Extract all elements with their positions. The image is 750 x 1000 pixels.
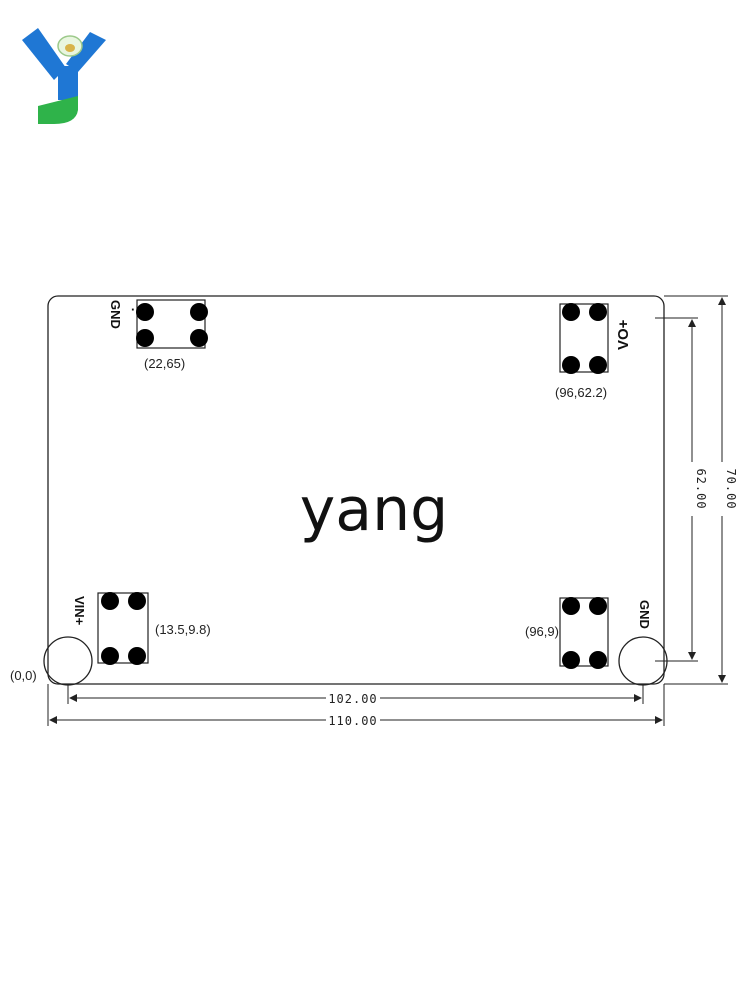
pad xyxy=(589,651,607,669)
coord-label: (96,9) xyxy=(525,624,559,639)
pad xyxy=(136,303,154,321)
dimension-outer-width: 110.00 xyxy=(47,684,665,728)
dimension-label: 62.00 xyxy=(694,468,708,509)
coord-label: (13.5,9.8) xyxy=(155,622,211,637)
connector-bottom-left: VIN+ (13.5,9.8) xyxy=(72,592,211,665)
pad xyxy=(562,651,580,669)
pad xyxy=(136,329,154,347)
board-outline xyxy=(47,295,665,685)
dimension-outer-height: 70.00 xyxy=(664,295,738,685)
coord-label: (22,65) xyxy=(144,356,185,371)
pad xyxy=(562,303,580,321)
pin-label: GND xyxy=(637,600,652,629)
pad xyxy=(562,597,580,615)
connector-top-left: GND · (22,65) xyxy=(108,299,208,371)
origin-label: (0,0) xyxy=(10,668,37,683)
connector-frame xyxy=(136,299,206,349)
logo-left-arm xyxy=(22,28,66,80)
pad xyxy=(128,592,146,610)
pad xyxy=(589,303,607,321)
connector-frame xyxy=(559,303,609,373)
dimension-inner-width: 102.00 xyxy=(67,684,644,706)
dimension-label: 70.00 xyxy=(724,468,738,509)
pad xyxy=(190,303,208,321)
logo-globe-core xyxy=(65,44,75,52)
logo-hook xyxy=(38,96,78,124)
pad xyxy=(562,356,580,374)
connector-frame xyxy=(559,597,609,667)
coord-label: (96,62.2) xyxy=(555,385,607,400)
brand-logo xyxy=(22,28,106,124)
watermark-text: yang xyxy=(300,475,448,545)
pin-label: VIN+ xyxy=(72,596,87,626)
pad xyxy=(190,329,208,347)
dimension-label: 102.00 xyxy=(328,692,377,706)
pin-mark: · xyxy=(131,302,135,317)
dimension-inner-height: 62.00 xyxy=(655,317,708,662)
pad xyxy=(128,647,146,665)
logo-stem xyxy=(58,66,78,100)
pad xyxy=(589,597,607,615)
pad xyxy=(101,592,119,610)
mounting-hole-left xyxy=(43,636,93,686)
pad xyxy=(589,356,607,374)
pin-label: VO+ xyxy=(615,319,632,350)
pad xyxy=(101,647,119,665)
logo-right-arm xyxy=(66,32,106,72)
connector-frame xyxy=(97,592,149,664)
pin-label: GND xyxy=(108,300,123,329)
dimension-label: 110.00 xyxy=(328,714,377,728)
connector-bottom-right: GND (96,9) xyxy=(525,597,652,669)
connector-top-right: VO+ (96,62.2) xyxy=(555,303,632,400)
